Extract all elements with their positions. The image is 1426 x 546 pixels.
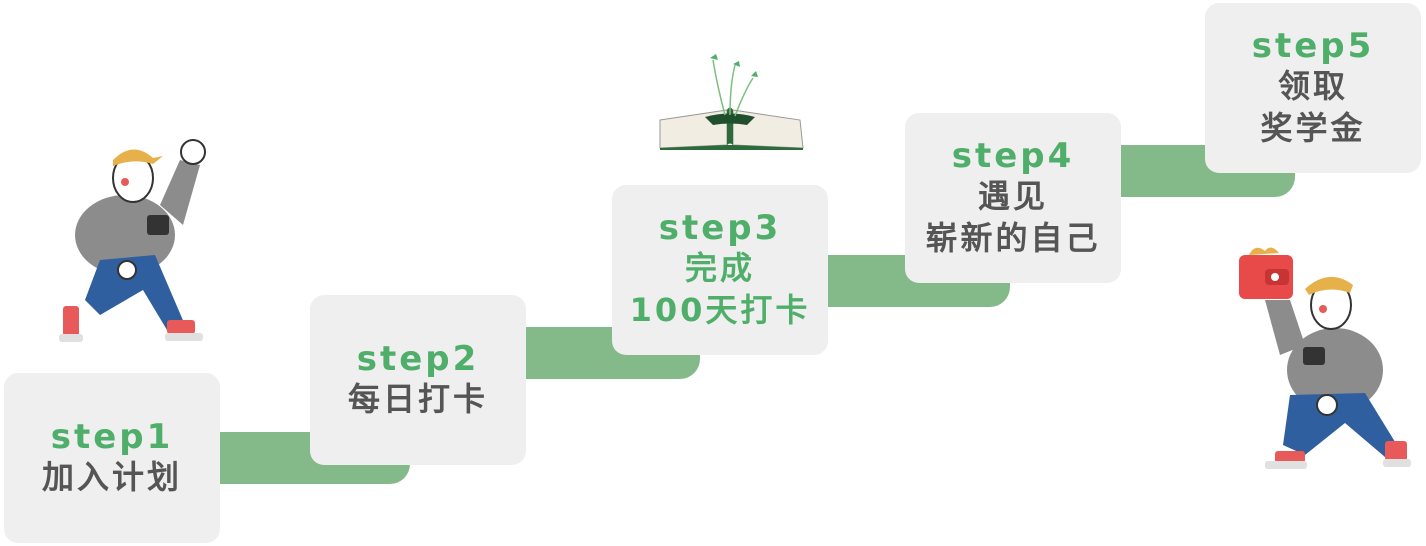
step-card-1: step1 加入计划: [4, 373, 220, 543]
step-text: 完成 100天打卡: [629, 248, 811, 329]
step-card-5: step5 领取 奖学金: [1205, 3, 1421, 173]
step-label: step4: [951, 135, 1075, 176]
open-book-sprout-illustration: [659, 54, 804, 150]
man-holding-wallet-illustration: [1239, 247, 1411, 469]
step-card-2: step2 每日打卡: [310, 295, 526, 465]
step-label: step2: [356, 338, 480, 379]
step-text: 领取 奖学金: [1260, 66, 1366, 147]
step-label: step3: [658, 207, 782, 248]
step-text: 遇见 崭新的自己: [925, 176, 1101, 257]
step-card-4: step4 遇见 崭新的自己: [905, 113, 1121, 283]
waving-man-illustration: [59, 139, 206, 342]
step-text: 每日打卡: [347, 379, 488, 418]
step-card-3: step3 完成 100天打卡: [612, 185, 828, 355]
step-label: step1: [50, 416, 174, 457]
step-text: 加入计划: [41, 457, 182, 496]
step-label: step5: [1251, 25, 1375, 66]
